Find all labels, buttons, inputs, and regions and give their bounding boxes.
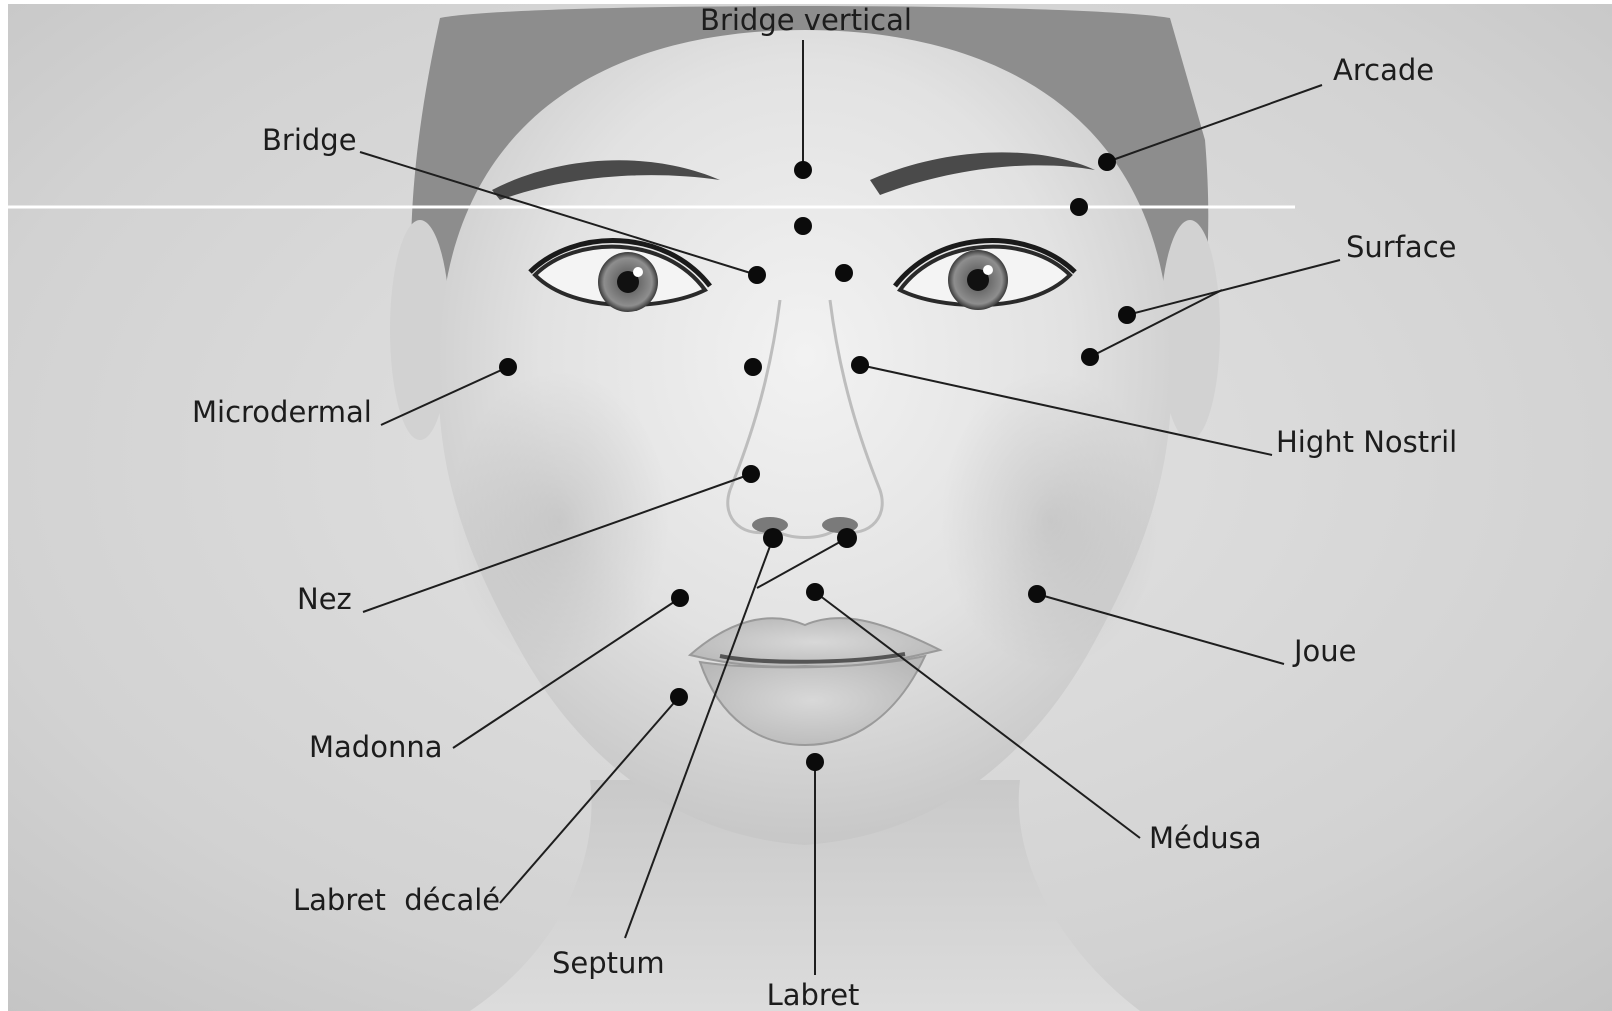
- label-surface: Surface: [1346, 230, 1456, 264]
- point-septum-left: [763, 528, 783, 548]
- point-microdermal: [499, 358, 517, 376]
- point-surface-top: [1118, 306, 1136, 324]
- point-madonna: [671, 589, 689, 607]
- label-nez: Nez: [297, 582, 352, 616]
- point-medusa: [806, 583, 824, 601]
- label-bridge: Bridge: [262, 123, 357, 157]
- point-septum-right: [837, 528, 857, 548]
- point-nostril-left: [744, 358, 762, 376]
- point-bridge-vertical-top: [794, 161, 812, 179]
- point-nez: [742, 465, 760, 483]
- label-septum: Septum: [552, 946, 665, 980]
- point-hight-nostril: [851, 356, 869, 374]
- label-labret-decale: Labret décalé: [293, 883, 500, 917]
- point-bridge-left: [748, 266, 766, 284]
- label-madonna: Madonna: [309, 730, 442, 764]
- label-labret: Labret: [767, 978, 860, 1011]
- label-hight-nostril: Hight Nostril: [1276, 425, 1457, 459]
- label-microdermal: Microdermal: [192, 395, 372, 429]
- label-joue: Joue: [1292, 634, 1357, 668]
- point-surface-bottom: [1081, 348, 1099, 366]
- label-medusa: Médusa: [1149, 821, 1262, 855]
- point-bridge-right: [835, 264, 853, 282]
- point-arcade-bottom: [1070, 198, 1088, 216]
- point-labret-decale: [670, 688, 688, 706]
- point-labret: [806, 753, 824, 771]
- point-joue: [1028, 585, 1046, 603]
- label-bridge-vertical: Bridge vertical: [700, 3, 912, 37]
- point-arcade-top: [1098, 153, 1116, 171]
- point-bridge-vertical-bottom: [794, 217, 812, 235]
- label-arcade: Arcade: [1333, 53, 1434, 87]
